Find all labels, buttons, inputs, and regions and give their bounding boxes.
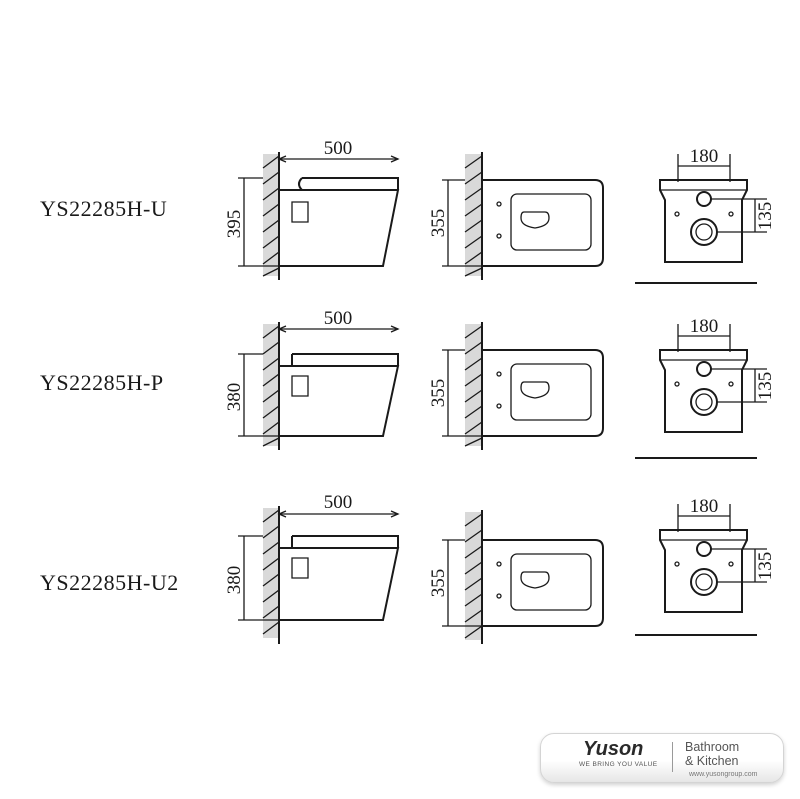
outlet-hole bbox=[690, 388, 718, 416]
side-view-drawing: 500 395 bbox=[224, 138, 400, 280]
dimension-label: 180 bbox=[690, 496, 719, 517]
outlet-hole bbox=[690, 218, 718, 246]
bowl-top-outline bbox=[481, 179, 604, 267]
dimension-label: 180 bbox=[690, 316, 719, 337]
brand-url: www.yusongroup.com bbox=[689, 771, 758, 778]
bowl-outline bbox=[279, 547, 400, 621]
dimension-label: 500 bbox=[324, 492, 353, 513]
fixing-hole bbox=[696, 191, 712, 207]
logo-divider bbox=[672, 742, 673, 772]
dimension-label: 355 bbox=[428, 379, 449, 408]
seat-lid bbox=[291, 353, 399, 366]
rear-outline bbox=[659, 529, 748, 613]
bowl-top-outline bbox=[481, 349, 604, 437]
rear-view-drawing: 180 135 bbox=[635, 496, 776, 636]
dimension-label: 355 bbox=[428, 209, 449, 238]
top-view-drawing: 355 bbox=[428, 322, 604, 450]
dimension-label: 180 bbox=[690, 146, 719, 167]
model-label: YS22285H-P bbox=[40, 370, 164, 395]
bowl-opening bbox=[510, 193, 592, 251]
wall-hatch bbox=[262, 325, 280, 447]
wall-hatch bbox=[464, 513, 483, 639]
model-label: YS22285H-U2 bbox=[40, 570, 179, 595]
dimension-label: 135 bbox=[755, 552, 776, 581]
rear-outline bbox=[659, 179, 748, 263]
rear-view-drawing: 180 135 bbox=[635, 316, 776, 459]
brand-category-line2: & Kitchen bbox=[685, 754, 739, 768]
bowl-opening bbox=[510, 363, 592, 421]
brand-category-line1: Bathroom bbox=[685, 740, 740, 754]
wall-hatch bbox=[262, 509, 280, 635]
side-view-drawing: 500 380 bbox=[224, 492, 400, 644]
dimension-label: 135 bbox=[755, 202, 776, 231]
bowl-outline bbox=[279, 189, 400, 267]
dimension-label: 500 bbox=[324, 138, 353, 159]
outlet-hole bbox=[690, 568, 718, 596]
dimension-label: 500 bbox=[324, 308, 353, 329]
rear-outline bbox=[659, 349, 748, 433]
brand-tagline: WE BRING YOU VALUE bbox=[579, 761, 658, 768]
wall-hatch bbox=[464, 325, 483, 447]
dimension-label: 395 bbox=[224, 210, 245, 239]
fixing-hole bbox=[696, 541, 712, 557]
seat-lid bbox=[291, 535, 399, 548]
wall-hatch bbox=[464, 155, 483, 277]
fixing-hole bbox=[696, 361, 712, 377]
bowl-opening bbox=[510, 553, 592, 611]
dimension-label: 135 bbox=[755, 372, 776, 401]
bowl-outline bbox=[279, 365, 400, 437]
brand-logo: Yuson WE BRING YOU VALUE Bathroom & Kitc… bbox=[540, 733, 784, 783]
dimension-label: 380 bbox=[224, 566, 245, 595]
brand-name: Yuson bbox=[583, 738, 644, 760]
model-label: YS22285H-U bbox=[40, 196, 168, 221]
dimension-label: 355 bbox=[428, 569, 449, 598]
bowl-top-outline bbox=[481, 539, 604, 627]
dimension-label: 380 bbox=[224, 383, 245, 412]
rear-view-drawing: 180 135 bbox=[635, 146, 776, 284]
wall-hatch bbox=[262, 155, 280, 277]
seat-lid bbox=[298, 177, 399, 191]
side-view-drawing: 500 380 bbox=[224, 308, 400, 450]
top-view-drawing: 355 bbox=[428, 510, 604, 644]
top-view-drawing: 355 bbox=[428, 152, 604, 280]
